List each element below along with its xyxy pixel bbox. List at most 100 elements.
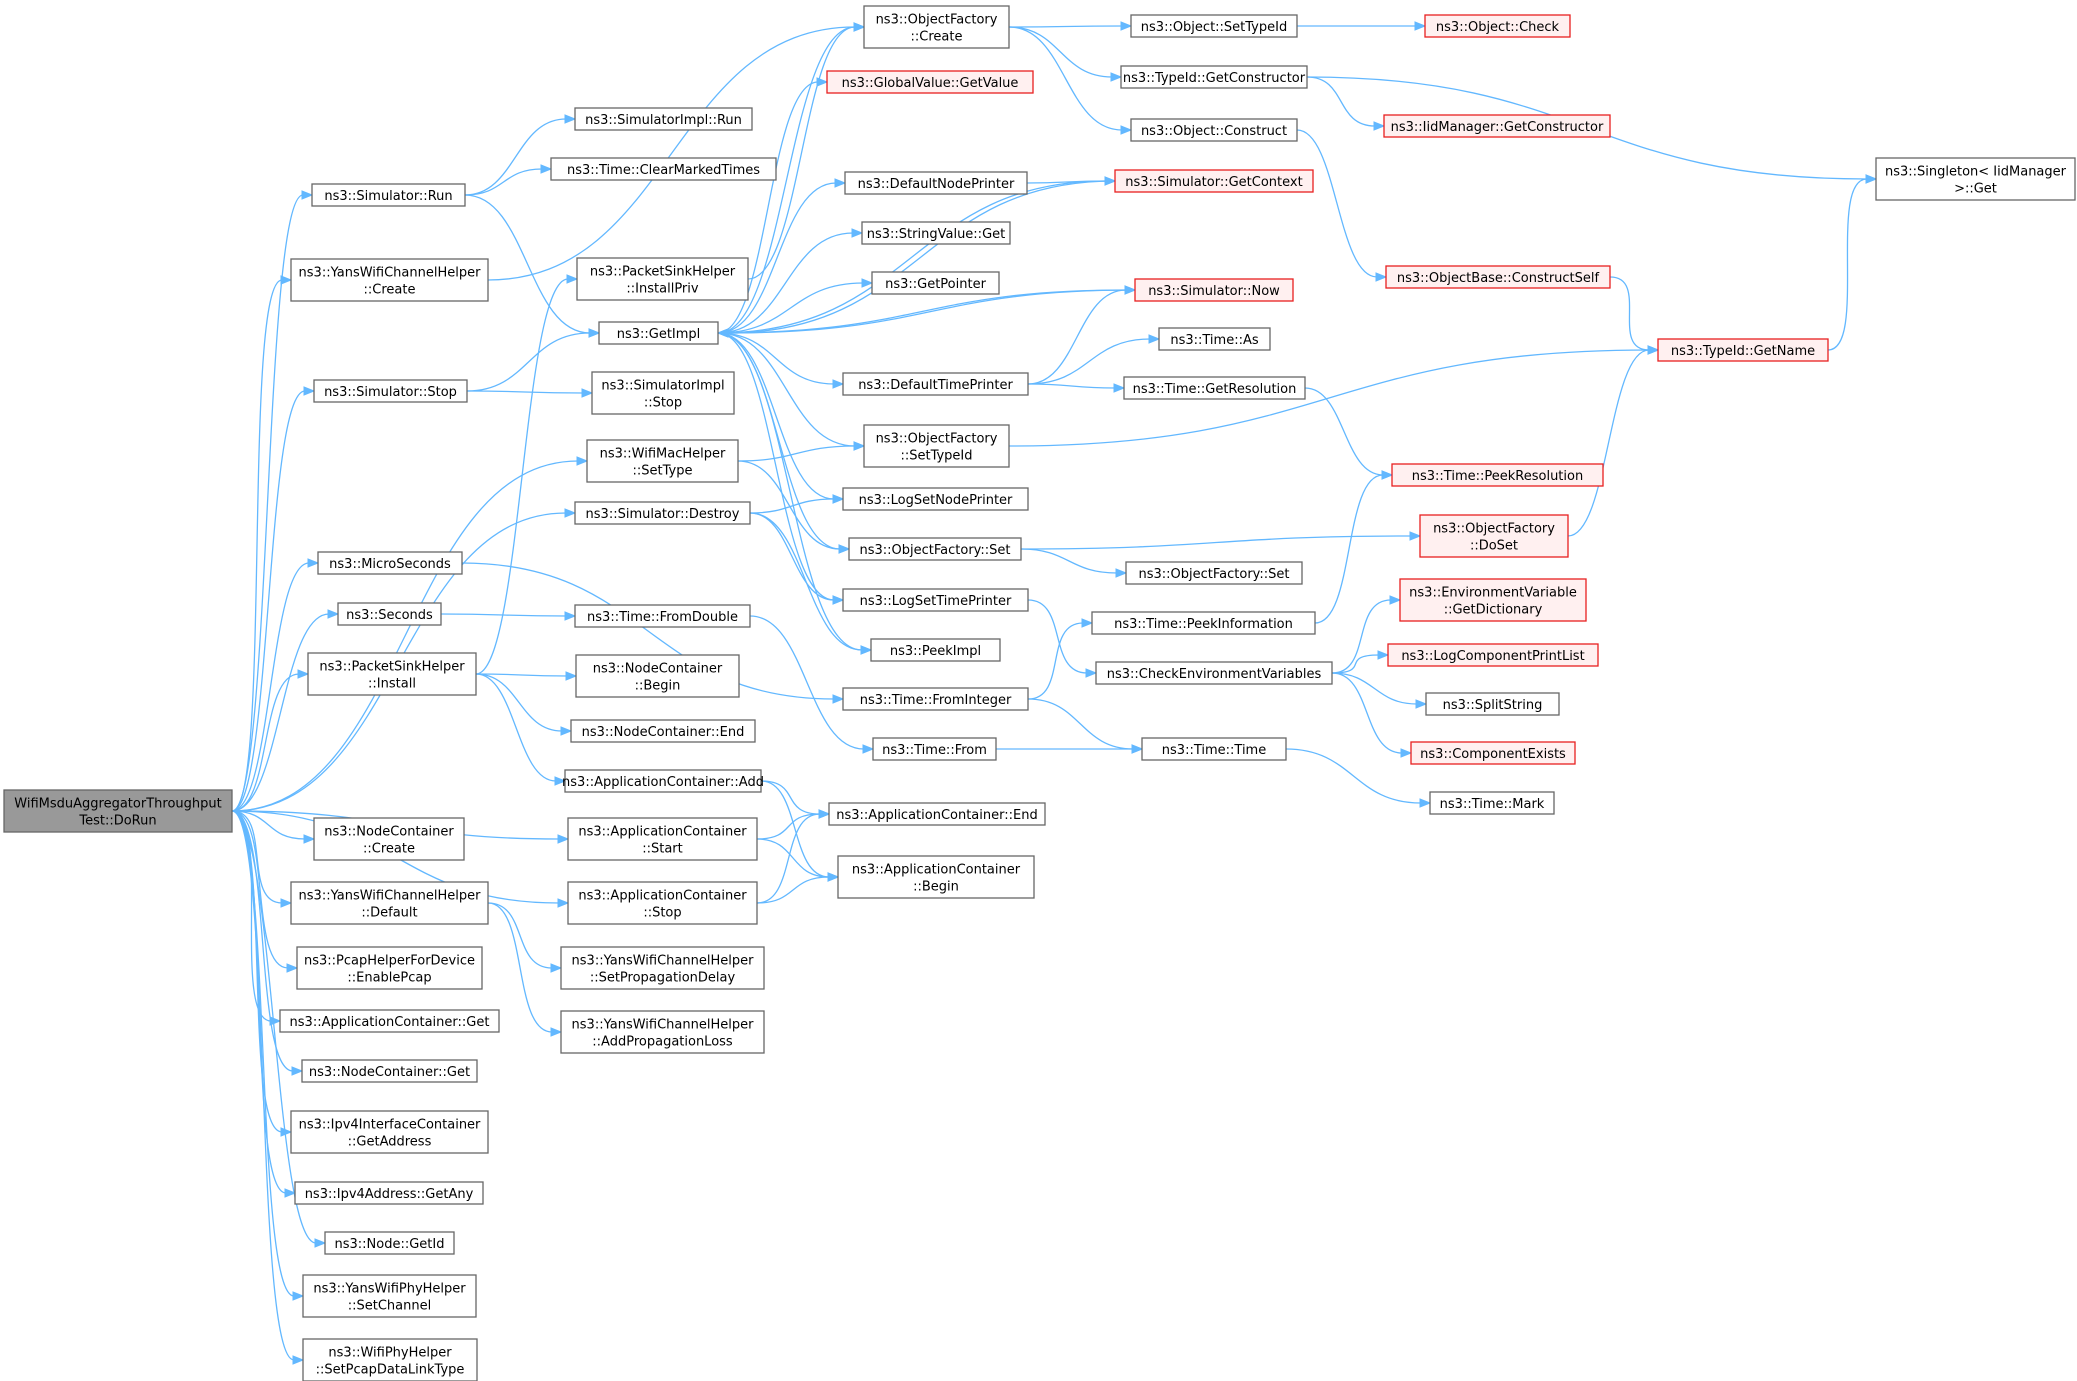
node-acStart[interactable]: ns3::ApplicationContainer::Start (567, 817, 758, 861)
node-simImplRun[interactable]: ns3::SimulatorImpl::Run (574, 107, 753, 131)
node-timeTime[interactable]: ns3::Time::Time (1141, 737, 1287, 761)
node-acGet[interactable]: ns3::ApplicationContainer::Get (279, 1009, 500, 1033)
edge-line (749, 615, 865, 750)
node-obConstructSelf[interactable]: ns3::ObjectBase::ConstructSelf (1385, 265, 1611, 289)
node-acStop[interactable]: ns3::ApplicationContainer::Stop (567, 881, 758, 925)
node-objConstruct[interactable]: ns3::Object::Construct (1130, 118, 1298, 142)
node-timePeekRes[interactable]: ns3::Time::PeekResolution (1391, 463, 1604, 487)
node-ipv4GetAddr[interactable]: ns3::Ipv4InterfaceContainer::GetAddress (290, 1110, 489, 1154)
node-defTimePrinter[interactable]: ns3::DefaultTimePrinter (842, 372, 1029, 396)
node-acAdd[interactable]: ns3::ApplicationContainer::Add (562, 769, 764, 793)
node-yansDefault[interactable]: ns3::YansWifiChannelHelper::Default (290, 881, 489, 925)
edge-arrowhead (550, 1027, 563, 1037)
edge-line (749, 512, 863, 651)
node-ncGet[interactable]: ns3::NodeContainer::Get (301, 1059, 478, 1083)
node-defNodePrinter[interactable]: ns3::DefaultNodePrinter (844, 171, 1028, 195)
edge-arrowhead (581, 388, 594, 398)
edge-line (231, 810, 289, 969)
node-wifiPhyPcap[interactable]: ns3::WifiPhyHelper::SetPcapDataLinkType (302, 1338, 478, 1381)
node-timeFromDouble[interactable]: ns3::Time::FromDouble (574, 604, 751, 628)
node-pcapEnable[interactable]: ns3::PcapHelperForDevice::EnablePcap (296, 946, 483, 990)
node-ncEnd[interactable]: ns3::NodeContainer::End (570, 719, 756, 743)
node-timeAs[interactable]: ns3::Time::As (1158, 327, 1271, 351)
node-logSetNodePrinter[interactable]: ns3::LogSetNodePrinter (842, 487, 1029, 511)
node-acEnd[interactable]: ns3::ApplicationContainer::End (828, 802, 1046, 826)
edge-line (475, 673, 568, 677)
node-timeMark[interactable]: ns3::Time::Mark (1429, 791, 1555, 815)
node-label: ::Default (361, 906, 417, 921)
node-typeIdGetName[interactable]: ns3::TypeId::GetName (1657, 338, 1829, 362)
edge-arrowhead (550, 963, 563, 973)
edge-psInstall-to-ncBegin (475, 671, 578, 681)
node-label: ::SetPropagationDelay (590, 971, 736, 986)
edge-acStop-to-acEnd (756, 809, 831, 904)
node-singletonGet[interactable]: ns3::Singleton< IidManager>::Get (1875, 157, 2076, 201)
node-logSetTimePrinter[interactable]: ns3::LogSetTimePrinter (842, 588, 1029, 612)
node-yansPhySetCh[interactable]: ns3::YansWifiPhyHelper::SetChannel (302, 1274, 477, 1318)
node-ncCreate[interactable]: ns3::NodeContainer::Create (313, 817, 465, 861)
node-label: ns3::YansWifiChannelHelper (572, 1018, 755, 1033)
edge-getImpl-to-gvGetValue (717, 77, 829, 334)
node-gvGetValue[interactable]: ns3::GlobalValue::GetValue (826, 70, 1034, 94)
edge-ofSetTypeId-to-typeIdGetName (1008, 345, 1660, 447)
node-label: ::Stop (644, 396, 682, 411)
node-wmacSetType[interactable]: ns3::WifiMacHelper::SetType (586, 439, 739, 483)
node-nodeGetId[interactable]: ns3::Node::GetId (324, 1231, 455, 1255)
node-yansAddProp[interactable]: ns3::YansWifiChannelHelper::AddPropagati… (560, 1010, 765, 1054)
edge-root-to-yansCreate (231, 275, 293, 812)
node-compExists[interactable]: ns3::ComponentExists (1410, 741, 1576, 765)
node-simDestroy[interactable]: ns3::Simulator::Destroy (574, 501, 751, 525)
edge-line (231, 460, 579, 812)
node-acBegin[interactable]: ns3::ApplicationContainer::Begin (837, 855, 1035, 899)
node-seconds[interactable]: ns3::Seconds (337, 602, 442, 626)
node-envGetDict[interactable]: ns3::EnvironmentVariable::GetDictionary (1399, 578, 1587, 622)
node-ofSet2[interactable]: ns3::ObjectFactory::Set (1125, 561, 1303, 585)
edge-arrowhead (1647, 345, 1660, 355)
node-peekImpl[interactable]: ns3::PeekImpl (870, 638, 1001, 662)
node-checkEnvVars[interactable]: ns3::CheckEnvironmentVariables (1095, 661, 1333, 685)
edge-line (1331, 599, 1392, 674)
node-simStop[interactable]: ns3::Simulator::Stop (313, 379, 468, 403)
node-ncBegin[interactable]: ns3::NodeContainer::Begin (575, 654, 740, 698)
node-timePeekInfo[interactable]: ns3::Time::PeekInformation (1091, 611, 1316, 635)
node-label: ns3::SimulatorImpl (601, 379, 724, 394)
node-stringValueGet[interactable]: ns3::StringValue::Get (861, 221, 1011, 245)
node-box (567, 881, 758, 925)
node-typeIdGetCtor[interactable]: ns3::TypeId::GetConstructor (1120, 65, 1308, 89)
node-simNow[interactable]: ns3::Simulator::Now (1134, 278, 1294, 302)
node-getPointer[interactable]: ns3::GetPointer (871, 271, 1000, 295)
node-box (337, 602, 442, 626)
node-getImpl[interactable]: ns3::GetImpl (598, 321, 719, 345)
edge-line (1027, 599, 1088, 674)
node-logCompPrint[interactable]: ns3::LogComponentPrintList (1387, 643, 1599, 667)
node-simImplStop[interactable]: ns3::SimulatorImpl::Stop (591, 371, 735, 415)
node-splitString[interactable]: ns3::SplitString (1425, 692, 1560, 716)
node-timeClear[interactable]: ns3::Time::ClearMarkedTimes (550, 157, 777, 181)
node-timeFromInteger[interactable]: ns3::Time::FromInteger (842, 687, 1029, 711)
node-microSeconds[interactable]: ns3::MicroSeconds (317, 551, 463, 575)
node-label: ns3::ApplicationContainer::Add (562, 775, 764, 790)
node-psInstall[interactable]: ns3::PacketSinkHelper::Install (307, 652, 477, 696)
edge-arrowhead (838, 544, 851, 554)
node-iidGetCtor[interactable]: ns3::IidManager::GetConstructor (1383, 114, 1611, 138)
node-ipv4GetAny[interactable]: ns3::Ipv4Address::GetAny (294, 1181, 484, 1205)
node-timeGetRes[interactable]: ns3::Time::GetResolution (1123, 376, 1306, 400)
edge-line (756, 813, 821, 904)
node-ofSetTypeId[interactable]: ns3::ObjectFactory::SetTypeId (863, 424, 1010, 468)
node-timeFrom[interactable]: ns3::Time::From (872, 737, 997, 761)
node-ofSet[interactable]: ns3::ObjectFactory::Set (848, 537, 1022, 561)
node-box (574, 604, 751, 628)
node-yansCreate[interactable]: ns3::YansWifiChannelHelper::Create (290, 258, 489, 302)
node-simGetContext[interactable]: ns3::Simulator::GetContext (1114, 169, 1314, 193)
node-ofDoSet[interactable]: ns3::ObjectFactory::DoSet (1419, 514, 1569, 558)
node-simRun[interactable]: ns3::Simulator::Run (311, 183, 466, 207)
node-psInstallPriv[interactable]: ns3::PacketSinkHelper::InstallPriv (576, 257, 749, 301)
edge-arrowhead (1110, 72, 1123, 82)
node-yansSetProp[interactable]: ns3::YansWifiChannelHelper::SetPropagati… (560, 946, 765, 990)
node-label: ns3::DefaultNodePrinter (858, 177, 1015, 192)
node-ofCreate[interactable]: ns3::ObjectFactory::Create (863, 5, 1010, 49)
node-objSetTypeId[interactable]: ns3::Object::SetTypeId (1130, 14, 1298, 38)
edge-root-to-seconds (231, 609, 340, 812)
node-objCheck[interactable]: ns3::Object::Check (1424, 14, 1571, 38)
